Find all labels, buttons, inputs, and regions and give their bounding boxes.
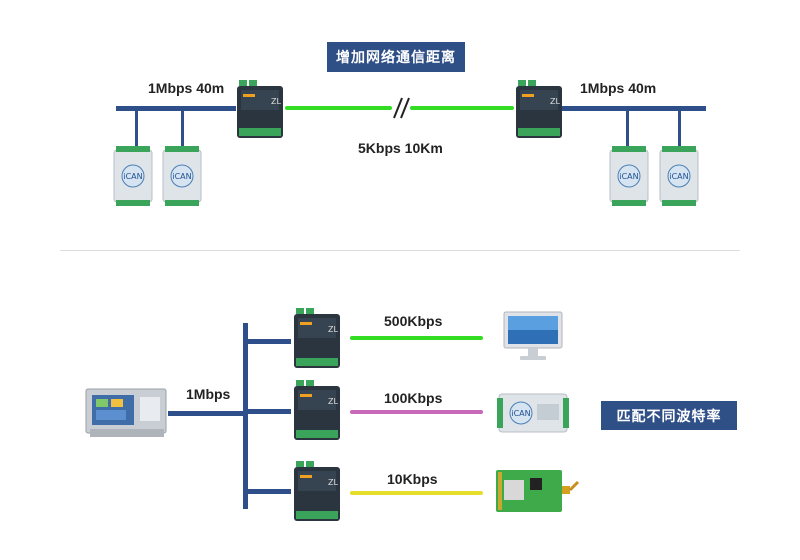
- right-bus-drop-2: [678, 109, 681, 149]
- section-divider: [60, 250, 740, 251]
- hmi-panel-icon: [85, 388, 167, 437]
- branch-link-2: [350, 410, 483, 414]
- gateway-device-icon: ZL: [237, 80, 283, 138]
- branch-speed-label-3: 10Kbps: [387, 471, 438, 487]
- title-badge-baudrate: 匹配不同波特率: [601, 401, 737, 430]
- svg-text:iCAN: iCAN: [172, 172, 191, 181]
- gateway-device-icon: ZL: [294, 380, 340, 440]
- wireless-module-icon: [496, 470, 580, 512]
- right-bus-drop-1: [626, 109, 629, 149]
- break-symbol: [393, 97, 410, 119]
- svg-text:iCAN: iCAN: [669, 172, 688, 181]
- long-distance-speed-label: 5Kbps 10Km: [358, 140, 443, 156]
- main-bus-speed-label: 1Mbps: [186, 386, 231, 402]
- hmi-connector-line: [168, 411, 248, 416]
- long-distance-link-right: [410, 106, 514, 110]
- can-node-module-icon: iCAN: [113, 146, 153, 206]
- can-node-module-icon: iCAN: [609, 146, 649, 206]
- can-node-module-icon: iCAN: [497, 393, 569, 433]
- long-distance-link-left: [285, 106, 392, 110]
- branch-line-2: [243, 409, 291, 414]
- svg-text:ZL: ZL: [550, 97, 560, 106]
- gateway-device-icon: ZL: [294, 461, 340, 521]
- left-bus-drop-1: [135, 109, 138, 147]
- can-node-module-icon: iCAN: [162, 146, 202, 206]
- branch-link-3: [350, 491, 483, 495]
- branch-link-1: [350, 336, 483, 340]
- main-vertical-bus: [243, 323, 248, 509]
- left-bus-line: [116, 106, 236, 111]
- branch-speed-label-1: 500Kbps: [384, 313, 443, 329]
- gateway-device-icon: ZL: [294, 308, 340, 368]
- branch-line-1: [243, 339, 291, 344]
- branch-line-3: [243, 489, 291, 494]
- right-bus-speed-label: 1Mbps 40m: [580, 80, 657, 96]
- gateway-device-icon: ZL: [516, 80, 562, 138]
- svg-text:iCAN: iCAN: [619, 172, 638, 181]
- title-badge-distance: 增加网络通信距离: [327, 42, 465, 72]
- right-bus-line: [556, 106, 706, 111]
- svg-text:iCAN: iCAN: [123, 172, 142, 181]
- branch-speed-label-2: 100Kbps: [384, 390, 443, 406]
- can-node-module-icon: iCAN: [659, 146, 699, 206]
- monitor-icon: [503, 311, 563, 360]
- svg-text:ZL: ZL: [271, 97, 281, 106]
- left-bus-drop-2: [181, 109, 184, 147]
- svg-text:ZL: ZL: [328, 478, 338, 487]
- svg-text:ZL: ZL: [328, 397, 338, 406]
- svg-text:iCAN: iCAN: [511, 409, 530, 418]
- left-bus-speed-label: 1Mbps 40m: [148, 80, 225, 96]
- svg-text:ZL: ZL: [328, 325, 338, 334]
